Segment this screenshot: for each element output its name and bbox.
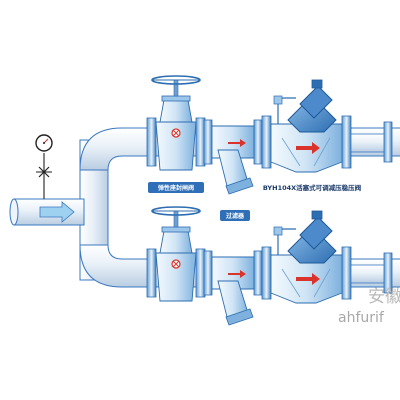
watermark-en: ahfurif (338, 310, 385, 326)
label-gate-valve: 弹性座封闸阀 (148, 182, 204, 193)
gate-valve (146, 75, 206, 171)
watermark-cn: 安徽 (368, 287, 400, 307)
label-pressure-valve: BYH104X活塞式可调减压稳压阀 (263, 183, 362, 192)
cock-valve-icon (36, 166, 52, 178)
y-strainer (203, 119, 263, 195)
label-strainer-text: 过滤器 (226, 212, 245, 220)
label-strainer: 过滤器 (220, 210, 250, 221)
inlet-manifold (9, 127, 151, 288)
handwheel-icon (151, 75, 201, 85)
label-pressure-valve-text: BYH104X活塞式可调减压稳压阀 (263, 183, 362, 192)
pressure-gauge-icon (35, 134, 53, 199)
flow-arrow-icon (39, 201, 75, 223)
valve-branch (146, 75, 400, 195)
label-gate-valve-text: 弹性座封闸阀 (158, 184, 194, 192)
pressure-reducing-valve (261, 79, 352, 173)
